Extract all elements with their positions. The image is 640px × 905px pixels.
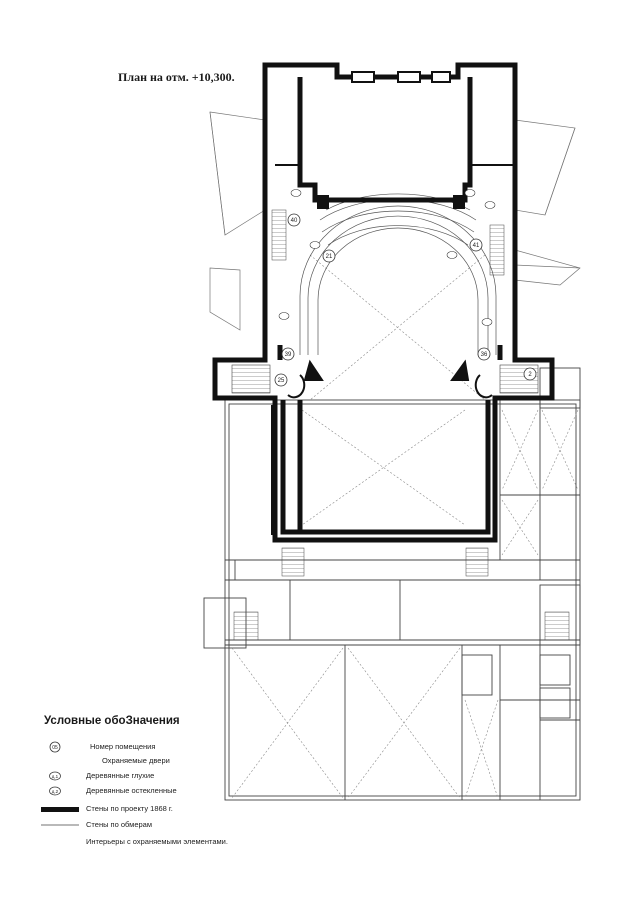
auditorium-tiers xyxy=(299,193,497,355)
svg-text:д.1: д.1 xyxy=(52,774,59,779)
legend-title: Условные обоЗначения xyxy=(44,715,180,727)
legend-room-number-label: Номер помещения xyxy=(90,742,156,751)
room-25: 25 xyxy=(278,378,285,384)
walls-1868-inner xyxy=(271,71,515,535)
legend-wooden-glazed-label: Деревянные остекленные xyxy=(86,786,177,795)
room-2: 2 xyxy=(528,372,532,378)
svg-text:д.2: д.2 xyxy=(52,789,59,794)
legend-walls-1868-symbol xyxy=(41,807,79,812)
svg-text:05: 05 xyxy=(52,745,58,751)
room-number-circles xyxy=(274,213,537,387)
room-36: 36 xyxy=(481,352,488,358)
lower-building-walls xyxy=(203,367,581,801)
room-21: 21 xyxy=(326,254,333,260)
legend-wooden-blind-label: Деревянные глухие xyxy=(86,771,155,780)
legend-protected-doors-label: Охраняемые двери xyxy=(102,756,170,765)
legend-walls-survey-label: Стены по обмерам xyxy=(86,820,152,829)
room-number-labels: 40 41 21 39 36 25 2 xyxy=(278,218,533,384)
legend-walls-1868-label: Стены по проекту 1868 г. xyxy=(86,804,173,813)
legend-room-number-symbol xyxy=(49,741,61,753)
open-space-crosses xyxy=(231,254,579,799)
legend-interiors-label: Интерьеры с охраняемыми элементами. xyxy=(86,837,228,846)
walls-1868 xyxy=(212,62,555,543)
room-39: 39 xyxy=(285,352,292,358)
room-41: 41 xyxy=(473,243,480,249)
legend-symbols: 05 д.1 д.2 xyxy=(41,741,79,826)
room-40: 40 xyxy=(291,218,298,224)
page-title: План на отм. +10,300. xyxy=(118,70,235,84)
legend-wooden-glazed-symbol xyxy=(49,786,61,796)
door-symbols xyxy=(278,189,496,326)
legend-wooden-blind-symbol xyxy=(49,771,61,781)
